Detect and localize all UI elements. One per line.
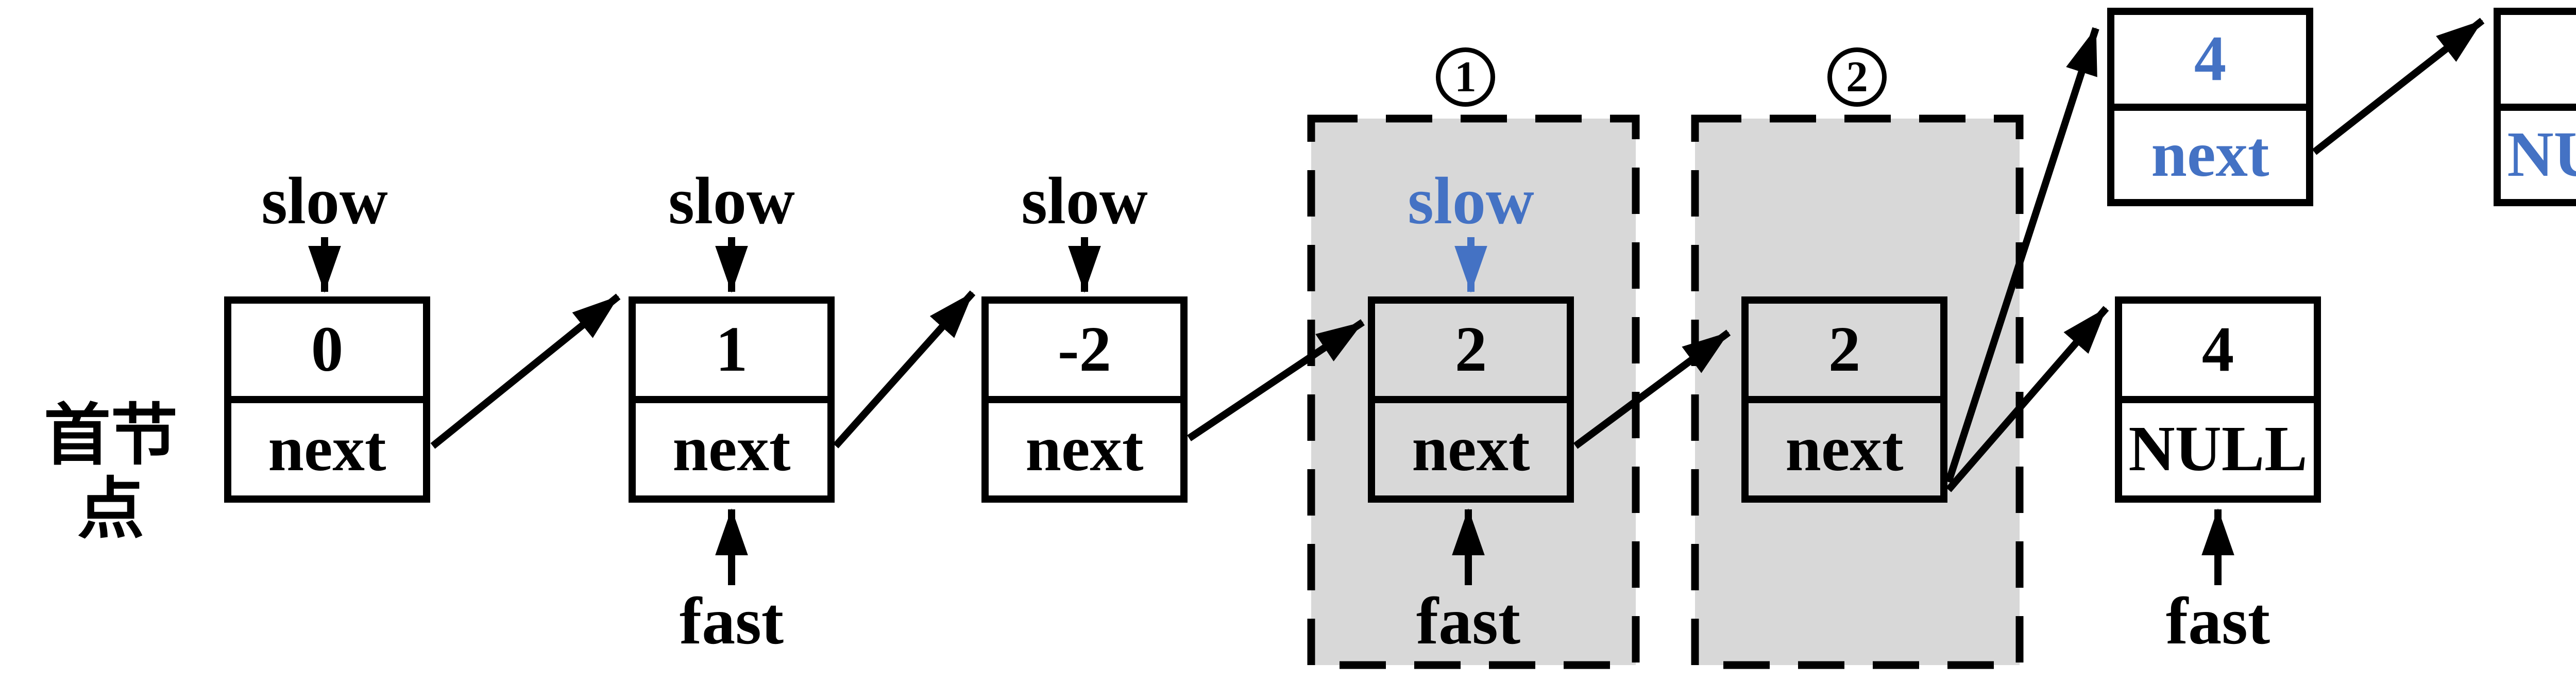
- node-value-cell: 2: [1375, 304, 1567, 403]
- node-value-cell: 2: [1749, 304, 1940, 403]
- arrow-link-node2b-blue4a: [1945, 27, 2099, 484]
- node-neg2: -2 next: [981, 296, 1188, 503]
- node-null-cell: NULL: [2128, 413, 2308, 485]
- node-next-cell: next: [2151, 119, 2269, 190]
- fast-pointer-label-node2a: fast: [1416, 584, 1521, 658]
- node-value-cell: 4: [2122, 304, 2314, 403]
- slow-pointer-label-node0: slow: [261, 164, 388, 238]
- node-4-blue-a: 4 next: [2107, 8, 2313, 206]
- arrow-link-node0-node1: [430, 293, 621, 449]
- step-2-region: [1691, 114, 2024, 669]
- slow-pointer-label-node-neg2: slow: [1021, 164, 1148, 238]
- node-4-tail: 4 NULL: [2115, 296, 2321, 503]
- node-0: 0 next: [224, 296, 430, 503]
- node-null-cell: NULL: [2507, 119, 2576, 190]
- arrow-link-node2b-tail4: [1945, 306, 2109, 492]
- node-1: 1 next: [629, 296, 835, 503]
- slow-pointer-label-node2a-blue: slow: [1408, 164, 1534, 238]
- step-1-region: [1307, 114, 1640, 669]
- arrow-link-node-neg2-node2a: [1187, 319, 1365, 441]
- node-next-cell: next: [672, 413, 791, 485]
- node-next-cell: next: [1785, 413, 1904, 485]
- node-next-cell: next: [1025, 413, 1144, 485]
- node-value-cell: 4: [2114, 15, 2306, 111]
- node-value-cell: 4: [2501, 15, 2576, 111]
- node-4-blue-b: 4 NULL: [2494, 8, 2576, 206]
- node-2-step2: 2 next: [1741, 296, 1947, 503]
- node-next-cell: next: [1412, 413, 1530, 485]
- head-node-label: 首节点: [43, 399, 178, 547]
- arrow-link-node1-node-neg2: [833, 290, 976, 449]
- arrow-link-blue4a-blue4b: [2312, 18, 2485, 155]
- step-2-badge: 2: [1827, 47, 1887, 107]
- node-value-cell: 1: [636, 304, 827, 403]
- fast-pointer-label-tail4: fast: [2165, 584, 2270, 658]
- step-1-number: 1: [1454, 53, 1477, 101]
- arrow-link-node2a-node2b: [1573, 329, 1731, 449]
- step-1-badge: 1: [1436, 47, 1495, 107]
- fast-pointer-label-node1: fast: [679, 584, 784, 658]
- node-value-cell: 0: [231, 304, 423, 403]
- node-value-cell: -2: [989, 304, 1180, 403]
- step-2-number: 2: [1846, 53, 1868, 101]
- slow-pointer-label-node1: slow: [668, 164, 795, 238]
- node-next-cell: next: [268, 413, 386, 485]
- node-2-step1: 2 next: [1368, 296, 1574, 503]
